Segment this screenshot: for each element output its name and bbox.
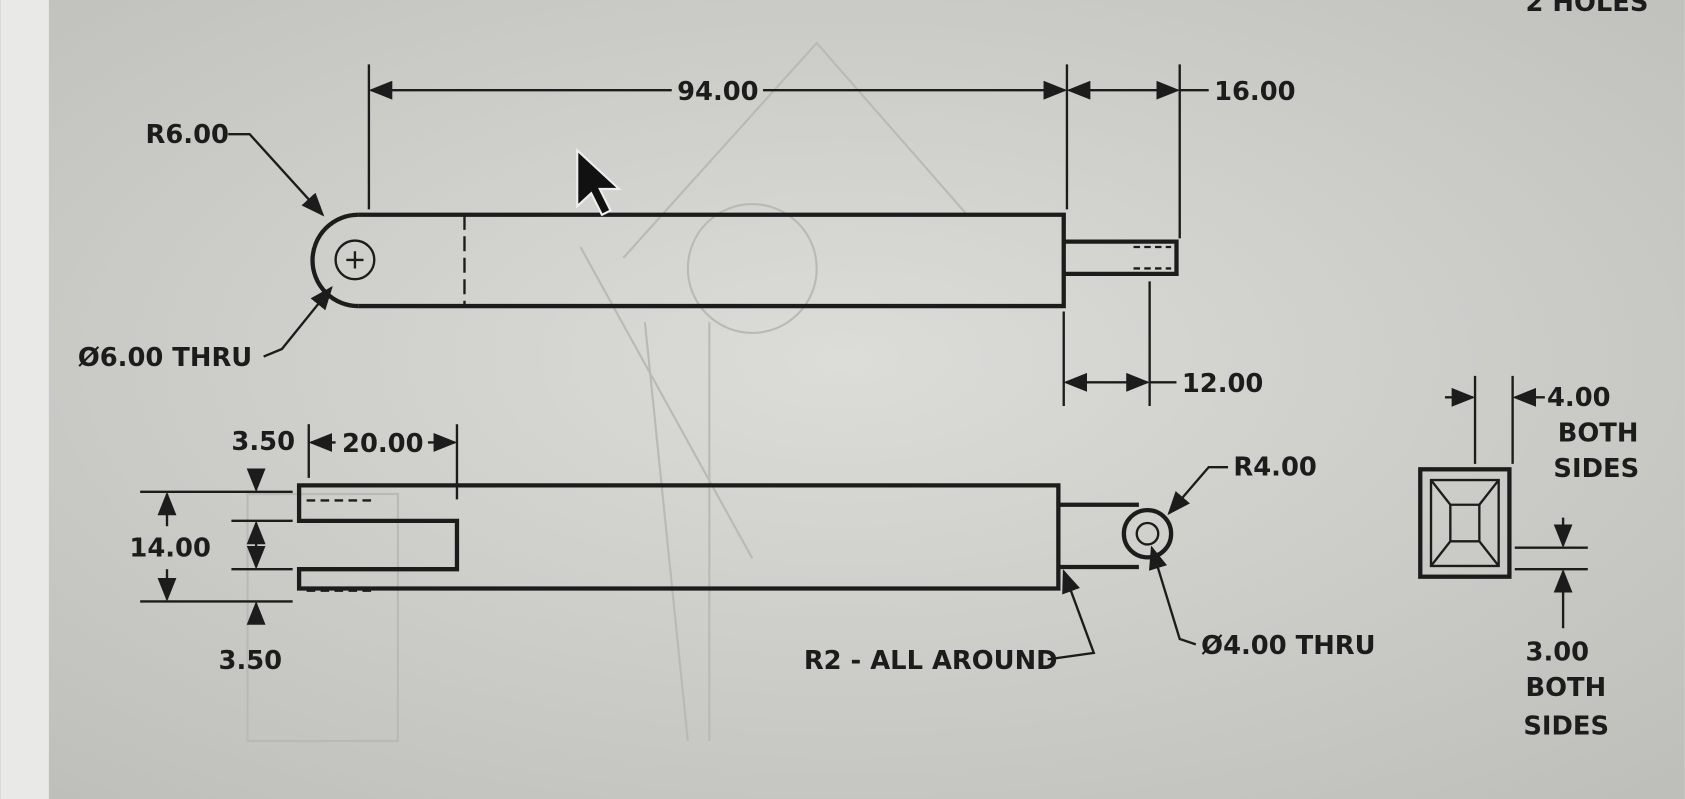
dim-end-radius: R6.00 [146, 120, 229, 150]
dim-chamfer-side-sides: SIDES [1523, 712, 1609, 742]
dim-chamfer-top-both: BOTH [1558, 418, 1639, 448]
dim-chamfer-side-both: BOTH [1526, 673, 1607, 703]
dim-tab-length: 16.00 [1214, 77, 1296, 107]
corner-note: 2 HOLES [1526, 0, 1649, 18]
front-view-tab [1058, 502, 1139, 570]
dim-slot-width: 14.00 [129, 533, 211, 563]
end-view: 4.00 BOTH SIDES 3.00 BOTH SIDES [1418, 375, 1639, 742]
dim-slot-wall-top: 3.50 [231, 427, 295, 457]
background-faint-sketch [246, 41, 968, 743]
dim-chamfer-top-sides: SIDES [1553, 454, 1639, 484]
dim-hole: Ø6.00 THRU [78, 343, 252, 373]
dim-slot-depth: 20.00 [342, 429, 424, 459]
tab-hole [1135, 521, 1160, 546]
dim-tab-radius: R4.00 [1233, 453, 1316, 483]
top-view: 94.00 16.00 R6.00 Ø6.00 THRU 12.00 [78, 64, 1296, 406]
top-view-body [358, 212, 1066, 309]
top-view-tab [1063, 239, 1179, 276]
front-view-body [296, 483, 1061, 591]
dim-tab-offset: 12.00 [1182, 369, 1264, 399]
top-view-rounded-end [310, 212, 359, 309]
front-view: 20.00 3.50 3.50 14.00 R4.00 Ø4.00 THRU R… [129, 424, 1376, 676]
end-view-outline [1418, 467, 1512, 579]
dim-fillet: R2 - ALL AROUND [804, 646, 1058, 676]
dim-chamfer-side-value: 3.00 [1526, 637, 1590, 667]
dim-chamfer-top-value: 4.00 [1547, 383, 1611, 413]
tab-rounded-end [1121, 507, 1174, 560]
screen-edge [0, 0, 49, 799]
dim-slot-wall-bottom: 3.50 [219, 646, 283, 676]
dim-overall-length: 94.00 [677, 77, 759, 107]
dim-tab-hole: Ø4.00 THRU [1201, 631, 1375, 661]
mouse-cursor-icon [576, 147, 622, 217]
top-view-hole [334, 239, 376, 281]
